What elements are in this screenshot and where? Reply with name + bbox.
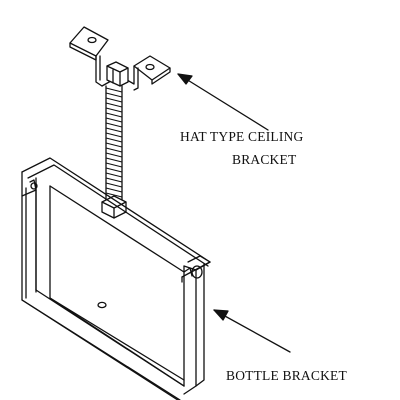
hat-ceiling-bracket xyxy=(69,26,171,91)
hat-bracket-label-line1: HAT TYPE CEILING xyxy=(180,129,304,144)
bottle-bracket xyxy=(21,157,211,400)
bottle-bracket-label: BOTTLE BRACKET xyxy=(226,368,347,383)
bottle-bracket-leader-arrow xyxy=(213,309,291,353)
right-flange-hole xyxy=(145,63,155,71)
hat-bracket-leader-arrow xyxy=(177,73,269,131)
bottom-drain-hole xyxy=(97,301,107,309)
hat-bracket-label-line2: BRACKET xyxy=(232,152,297,167)
bracket-pivot-hole xyxy=(191,265,203,279)
threaded-rod xyxy=(101,85,127,219)
left-flange-hole xyxy=(87,36,97,44)
